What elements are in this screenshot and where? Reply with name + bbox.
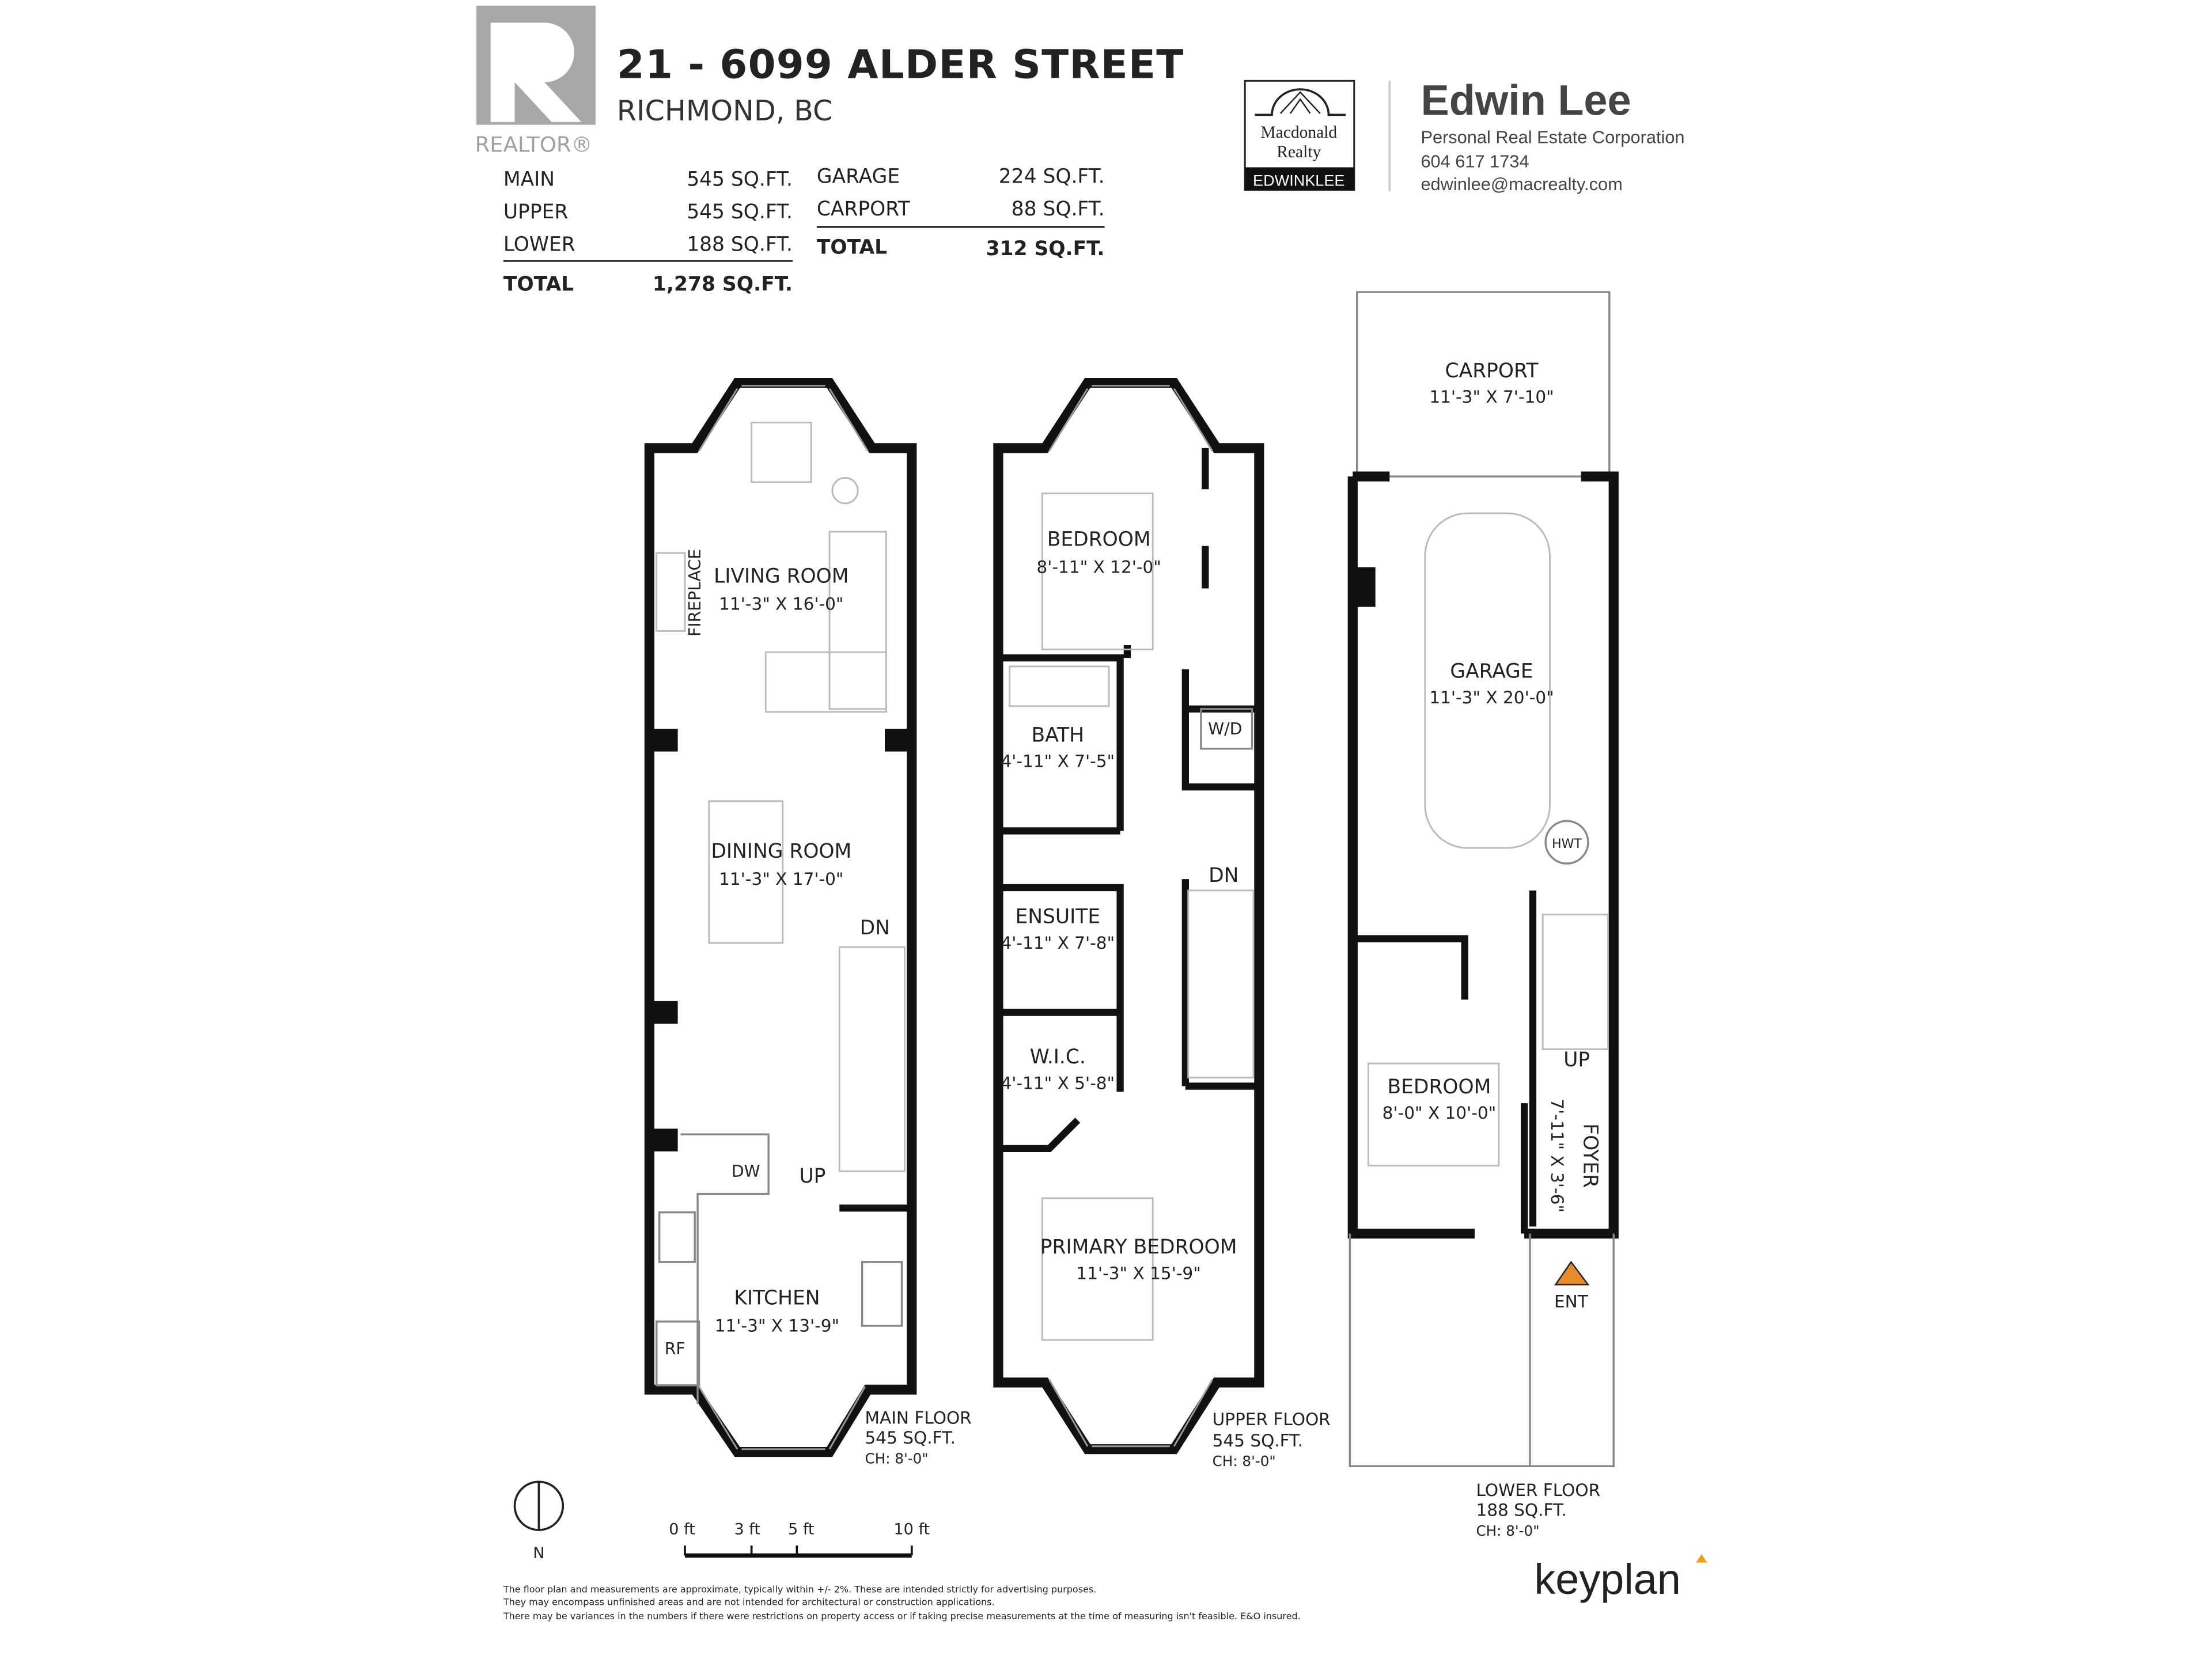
area-value-lower: 188 SQ.FT. <box>687 233 793 256</box>
scale-tick: 0 ft <box>669 1520 695 1538</box>
logo-text: Realty <box>1277 143 1321 161</box>
area-total-label: TOTAL <box>817 236 887 259</box>
agent-title: Personal Real Estate Corporation <box>1421 127 1684 147</box>
fridge-label: RF <box>665 1339 685 1358</box>
room-dims: 11'-3" X 15'-9" <box>1076 1263 1200 1283</box>
room-dims: 11'-3" X 13'-9" <box>715 1316 839 1335</box>
scale-tick: 3 ft <box>734 1520 760 1538</box>
area-value-upper: 545 SQ.FT. <box>687 200 793 224</box>
disclaimer-line: There may be variances in the numbers if… <box>503 1611 1301 1622</box>
room-carport: CARPORT <box>1445 359 1539 382</box>
fireplace-label: FIREPLACE <box>685 549 704 637</box>
area-value-garage: 224 SQ.FT. <box>999 165 1105 188</box>
entry-marker-icon <box>1554 1260 1590 1286</box>
area-value-carport: 88 SQ.FT. <box>1012 198 1105 221</box>
area-label-garage: GARAGE <box>817 165 900 188</box>
agent-email[interactable]: edwinlee@macrealty.com <box>1421 174 1622 194</box>
logo-text: Macdonald <box>1260 123 1337 142</box>
keyplan-accent-icon <box>1696 1554 1707 1563</box>
floor-label: MAIN FLOOR <box>865 1408 972 1427</box>
ceiling-height: CH: 8'-0" <box>865 1450 929 1467</box>
stairs-up-label: UP <box>799 1165 825 1188</box>
north-compass-icon: N <box>513 1480 565 1562</box>
area-label-carport: CARPORT <box>817 198 911 221</box>
address-title: 21 - 6099 ALDER STREET <box>617 41 1184 88</box>
room-dims: 8'-11" X 12'-0" <box>1037 557 1161 577</box>
area-total-value: 312 SQ.FT. <box>986 237 1105 260</box>
area-table-garage: GARAGE 224 SQ.FT. CARPORT 88 SQ.FT. TOTA… <box>816 165 1105 260</box>
upper-floor-plan: BEDROOM 8'-11" X 12'-0" BATH 4'-11" X 7'… <box>993 378 1331 1469</box>
realtor-logo-text: REALTOR® <box>475 132 593 157</box>
floor-label: LOWER FLOOR <box>1476 1480 1600 1500</box>
room-ensuite: ENSUITE <box>1016 905 1101 928</box>
room-garage: GARAGE <box>1450 660 1533 683</box>
keyplan-logo: keyplan <box>1534 1555 1680 1603</box>
room-dims: 11'-3" X 17'-0" <box>719 869 843 889</box>
agent-name: Edwin Lee <box>1421 76 1631 124</box>
room-dims: 11'-3" X 7'-10" <box>1429 387 1554 407</box>
logo-band-text: EDWINKLEE <box>1253 171 1344 189</box>
scale-tick: 5 ft <box>788 1520 814 1538</box>
room-dining-room: DINING ROOM <box>711 840 851 863</box>
hot-water-tank-label: HWT <box>1552 836 1582 851</box>
area-label-lower: LOWER <box>503 233 575 256</box>
room-wic: W.I.C. <box>1030 1046 1086 1069</box>
area-label-upper: UPPER <box>503 200 568 224</box>
area-value-main: 545 SQ.FT. <box>687 168 793 191</box>
room-bedroom: BEDROOM <box>1388 1075 1491 1099</box>
room-primary-bedroom: PRIMARY BEDROOM <box>1040 1236 1237 1259</box>
stairs-down-label: DN <box>860 916 890 940</box>
area-table-living: MAIN 545 SQ.FT. UPPER 545 SQ.FT. LOWER 1… <box>503 168 793 296</box>
scale-tick: 10 ft <box>893 1520 930 1538</box>
room-dims: 7'-11" X 3'-6" <box>1547 1099 1567 1213</box>
disclaimer-line: The floor plan and measurements are appr… <box>503 1584 1096 1594</box>
city-subtitle: RICHMOND, BC <box>617 94 833 127</box>
macdonald-realty-logo: Macdonald Realty EDWINKLEE <box>1244 79 1355 191</box>
room-bedroom: BEDROOM <box>1047 528 1151 551</box>
main-floor-plan: FIREPLACE LIVING ROOM 11'-3" X 16'-0" DI… <box>644 378 972 1467</box>
lower-floor-plan: CARPORT 11'-3" X 7'-10" GARAGE 11'-3" X … <box>1347 291 1619 1539</box>
room-dims: 4'-11" X 5'-8" <box>1001 1073 1115 1093</box>
dishwasher-label: DW <box>732 1162 760 1181</box>
area-label-main: MAIN <box>503 168 555 191</box>
ceiling-height: CH: 8'-0" <box>1476 1522 1539 1539</box>
scale-bar: 0 ft 3 ft 5 ft 10 ft <box>669 1520 930 1558</box>
room-living-room: LIVING ROOM <box>714 565 849 588</box>
disclaimer-line: They may encompass unfinished areas and … <box>503 1596 995 1607</box>
stairs-up-label: UP <box>1563 1048 1590 1071</box>
room-dims: 11'-3" X 20'-0" <box>1429 688 1554 707</box>
room-dims: 4'-11" X 7'-8" <box>1001 933 1115 953</box>
room-foyer: FOYER <box>1579 1123 1602 1188</box>
area-total-value: 1,278 SQ.FT. <box>653 273 793 296</box>
room-bath: BATH <box>1032 724 1084 747</box>
stairs-down-label: DN <box>1209 864 1238 887</box>
compass-label: N <box>533 1544 544 1562</box>
room-kitchen: KITCHEN <box>734 1287 820 1310</box>
floor-area: 188 SQ.FT. <box>1476 1500 1566 1520</box>
room-dims: 8'-0" X 10'-0" <box>1382 1103 1497 1123</box>
floor-area: 545 SQ.FT. <box>1213 1431 1303 1450</box>
floor-label: UPPER FLOOR <box>1213 1410 1331 1429</box>
room-dims: 4'-11" X 7'-5" <box>1001 752 1115 771</box>
agent-phone[interactable]: 604 617 1734 <box>1421 151 1529 171</box>
area-total-label: TOTAL <box>503 273 574 296</box>
floor-area: 545 SQ.FT. <box>865 1428 956 1448</box>
realtor-logo: REALTOR® <box>475 5 596 157</box>
entry-label: ENT <box>1554 1292 1589 1312</box>
room-dims: 11'-3" X 16'-0" <box>719 594 843 613</box>
washer-dryer-label: W/D <box>1208 719 1242 738</box>
ceiling-height: CH: 8'-0" <box>1213 1453 1276 1469</box>
